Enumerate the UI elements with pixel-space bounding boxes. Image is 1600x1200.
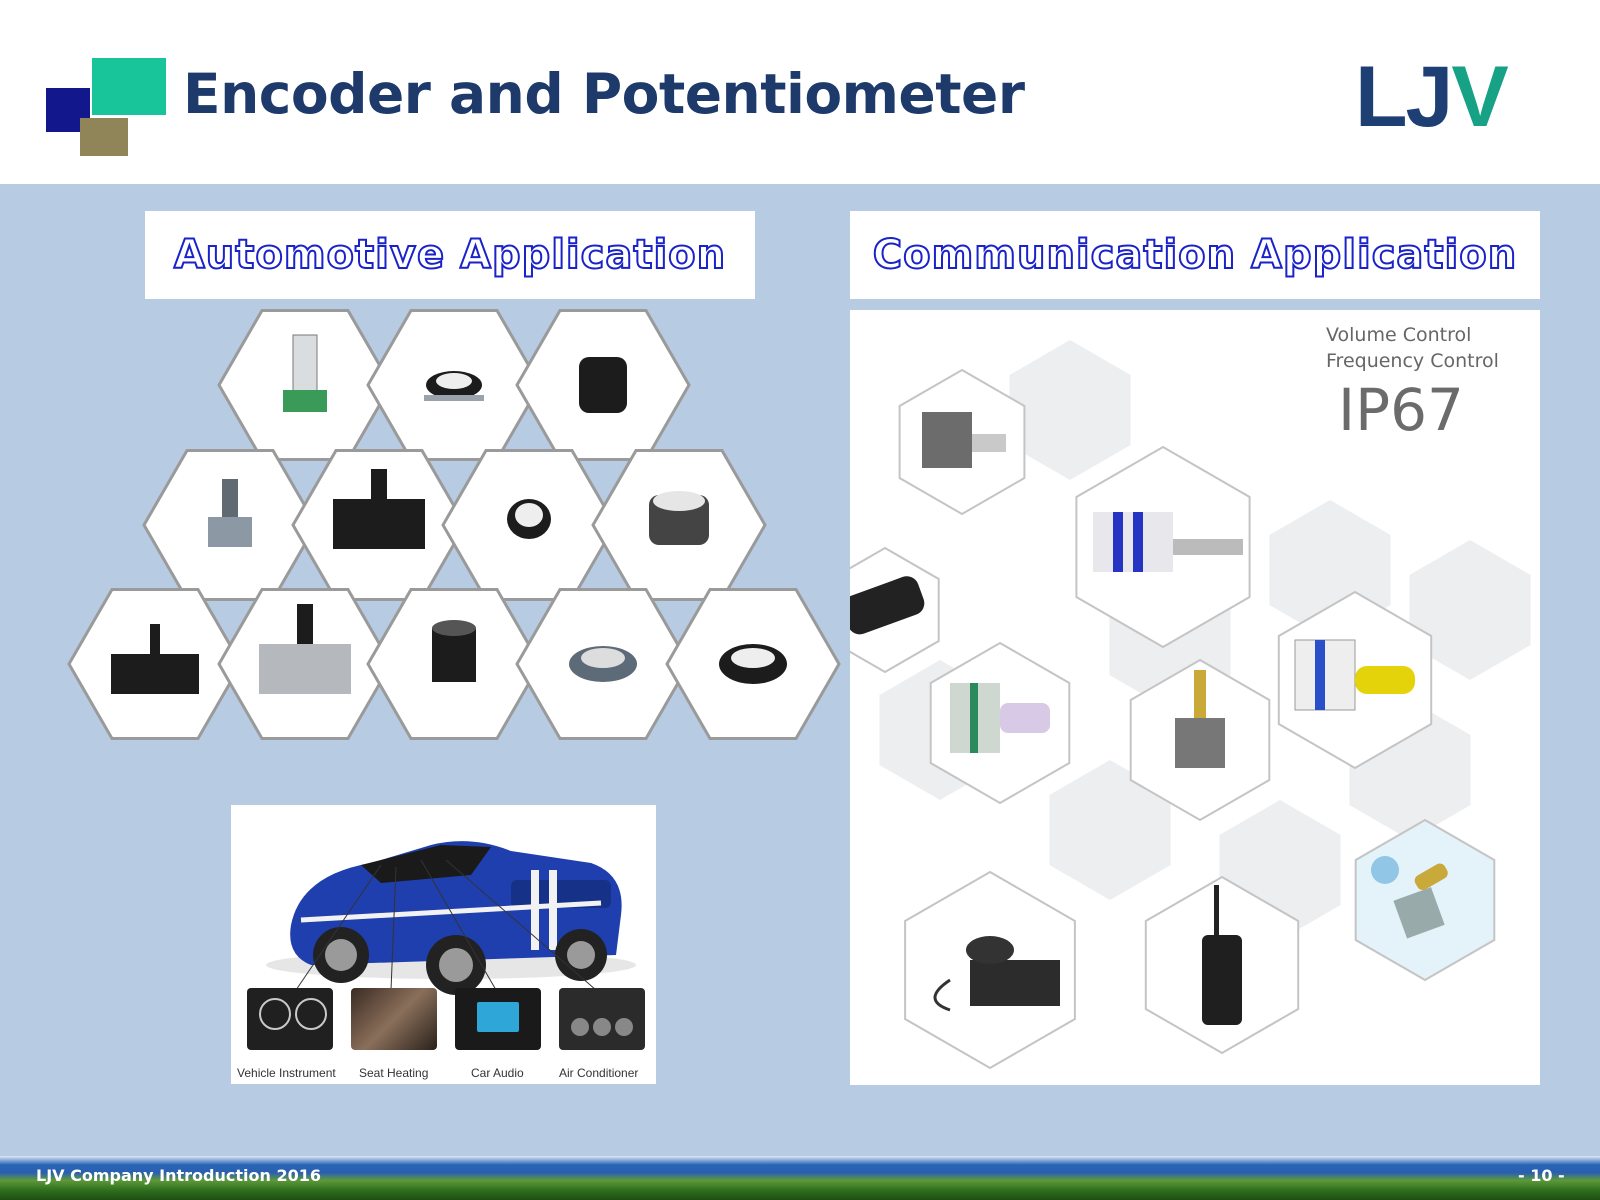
car-application-image: Vehicle Instrument Seat Heating Car Audi…	[231, 805, 656, 1084]
communication-hex-collage	[850, 340, 1531, 1070]
comm-hex-walkie-talkie	[1144, 875, 1300, 1055]
caption-car-audio: Car Audio	[471, 1066, 524, 1080]
vehicle-instrument-thumb	[247, 988, 333, 1050]
footer-bar	[0, 1156, 1600, 1200]
air-conditioner-thumb	[559, 988, 645, 1050]
comm-hex-gold-shaft-encoder	[1129, 658, 1271, 822]
automotive-heading-box: Automotive Application	[145, 211, 755, 299]
caption-seat-heating: Seat Heating	[359, 1066, 429, 1080]
car-illustration	[266, 841, 636, 995]
automotive-heading: Automotive Application	[173, 231, 727, 279]
car-audio-thumb	[455, 988, 541, 1050]
communication-heading-box: Communication Application	[850, 211, 1540, 299]
logo-square-teal	[92, 58, 166, 115]
logo-square-olive	[80, 118, 128, 156]
comm-hex-cb-radio	[904, 870, 1076, 1070]
caption-vehicle-instrument: Vehicle Instrument	[237, 1066, 336, 1080]
communication-heading: Communication Application	[872, 231, 1518, 279]
footer-text: LJV Company Introduction 2016	[36, 1166, 321, 1185]
slide-header: Encoder and Potentiometer LJV	[0, 0, 1600, 184]
communication-application-image: Volume Control Frequency Control IP67	[850, 310, 1540, 1085]
spec-volume-control: Volume Control	[1326, 324, 1472, 346]
comm-hex-handheld-remote	[850, 546, 940, 674]
comm-hex-grey-potentiometer-knob	[898, 368, 1026, 516]
caption-air-conditioner: Air Conditioner	[559, 1066, 639, 1080]
spec-frequency-control: Frequency Control	[1326, 350, 1499, 372]
spec-ip67: IP67	[1338, 376, 1464, 444]
page-title: Encoder and Potentiometer	[183, 62, 1025, 126]
comm-hex-waterproof-encoder	[1354, 818, 1496, 982]
comm-hex-blue-striped-potentiometer	[1075, 445, 1251, 649]
comm-hex-blue-potentiometer-yellow-shaft	[1277, 590, 1433, 770]
comm-hex-green-potentiometer-lavender-shaft	[929, 641, 1071, 805]
seat-heating-thumb	[351, 988, 437, 1050]
brand-logo: LJV	[1355, 49, 1509, 145]
page-number: - 10 -	[1518, 1166, 1565, 1185]
